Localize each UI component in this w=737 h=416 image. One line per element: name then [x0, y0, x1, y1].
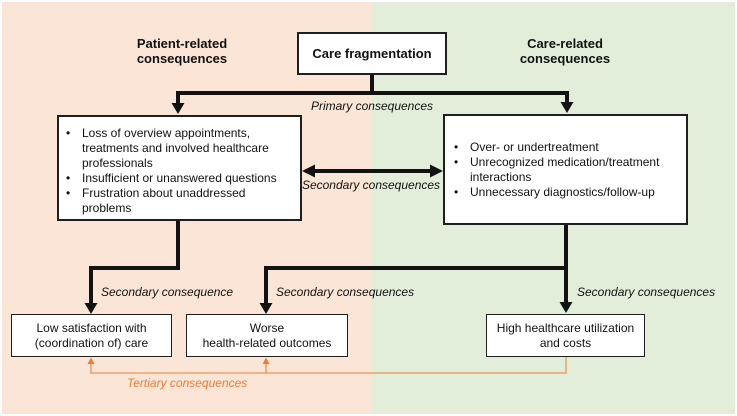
- low-satisfaction-node: Low satisfaction with (coordination of) …: [11, 314, 172, 357]
- patient-consequences-heading: Patient-related consequences: [82, 36, 282, 66]
- primary-consequences-label: Primary consequences: [310, 99, 434, 113]
- secondary-consequences-high-utilization-label: Secondary consequences: [577, 285, 716, 299]
- secondary-between-arrow: [302, 164, 443, 178]
- node-label-line: Low satisfaction with: [36, 320, 147, 335]
- heading-line: Patient-related: [136, 36, 228, 51]
- primary-consequences-arrow: [171, 75, 574, 114]
- list-item: Insufficient or unanswered questions: [64, 171, 296, 186]
- patient-consequences-node: Loss of overview appointments, treatment…: [57, 115, 302, 221]
- high-utilization-node: High healthcare utilization and costs: [486, 314, 645, 357]
- tertiary-consequences-arrow: [87, 357, 567, 374]
- care-fragmentation-node: Care fragmentation: [297, 32, 447, 75]
- list-item: Unrecognized medication/treatment intera…: [452, 155, 682, 185]
- arrowhead-right-icon: [430, 164, 443, 178]
- heading-line: consequences: [519, 51, 611, 66]
- list-item: Unnecessary diagnostics/follow-up: [452, 185, 682, 200]
- node-label-line: High healthcare utilization: [496, 320, 635, 335]
- arrowhead-down-icon: [171, 103, 185, 114]
- arrowhead-down-icon: [84, 303, 98, 314]
- list-item: Over- or undertreatment: [452, 140, 682, 155]
- arrowhead-up-icon: [87, 357, 95, 364]
- list-item: Frustration about unaddressed problems: [64, 186, 296, 216]
- arrowhead-down-icon: [259, 303, 273, 314]
- arrowhead-down-icon: [559, 302, 573, 313]
- arrowhead-up-icon: [262, 357, 270, 364]
- node-label-line: Worse: [249, 320, 285, 335]
- node-label: Care fragmentation: [312, 46, 432, 61]
- node-label-line: and costs: [539, 335, 592, 350]
- care-consequences-heading: Care-related consequences: [465, 36, 665, 66]
- arrowhead-left-icon: [302, 164, 315, 178]
- node-label-line: health-related outcomes: [202, 335, 332, 350]
- secondary-consequence-low-satisfaction-label: Secondary consequence: [101, 285, 234, 299]
- bullet-list: Loss of overview appointments, treatment…: [64, 126, 296, 216]
- list-item: Loss of overview appointments, treatment…: [64, 126, 296, 171]
- tertiary-consequences-label: Tertiary consequences: [127, 376, 248, 390]
- heading-line: Care-related: [527, 36, 603, 51]
- secondary-worse-outcomes-arrow: [259, 266, 566, 314]
- care-consequences-node: Over- or undertreatment Unrecognized med…: [443, 114, 688, 225]
- node-label-line: (coordination of) care: [34, 335, 149, 350]
- secondary-consequences-worse-outcomes-label: Secondary consequences: [276, 285, 415, 299]
- secondary-high-utilization-arrow: [559, 225, 573, 313]
- worse-outcomes-node: Worse health-related outcomes: [186, 314, 348, 357]
- secondary-consequences-between-label: Secondary consequences: [301, 178, 441, 192]
- bullet-list: Over- or undertreatment Unrecognized med…: [452, 140, 682, 200]
- secondary-low-satisfaction-arrow: [84, 221, 180, 314]
- arrowhead-down-icon: [560, 102, 574, 113]
- heading-line: consequences: [136, 51, 228, 66]
